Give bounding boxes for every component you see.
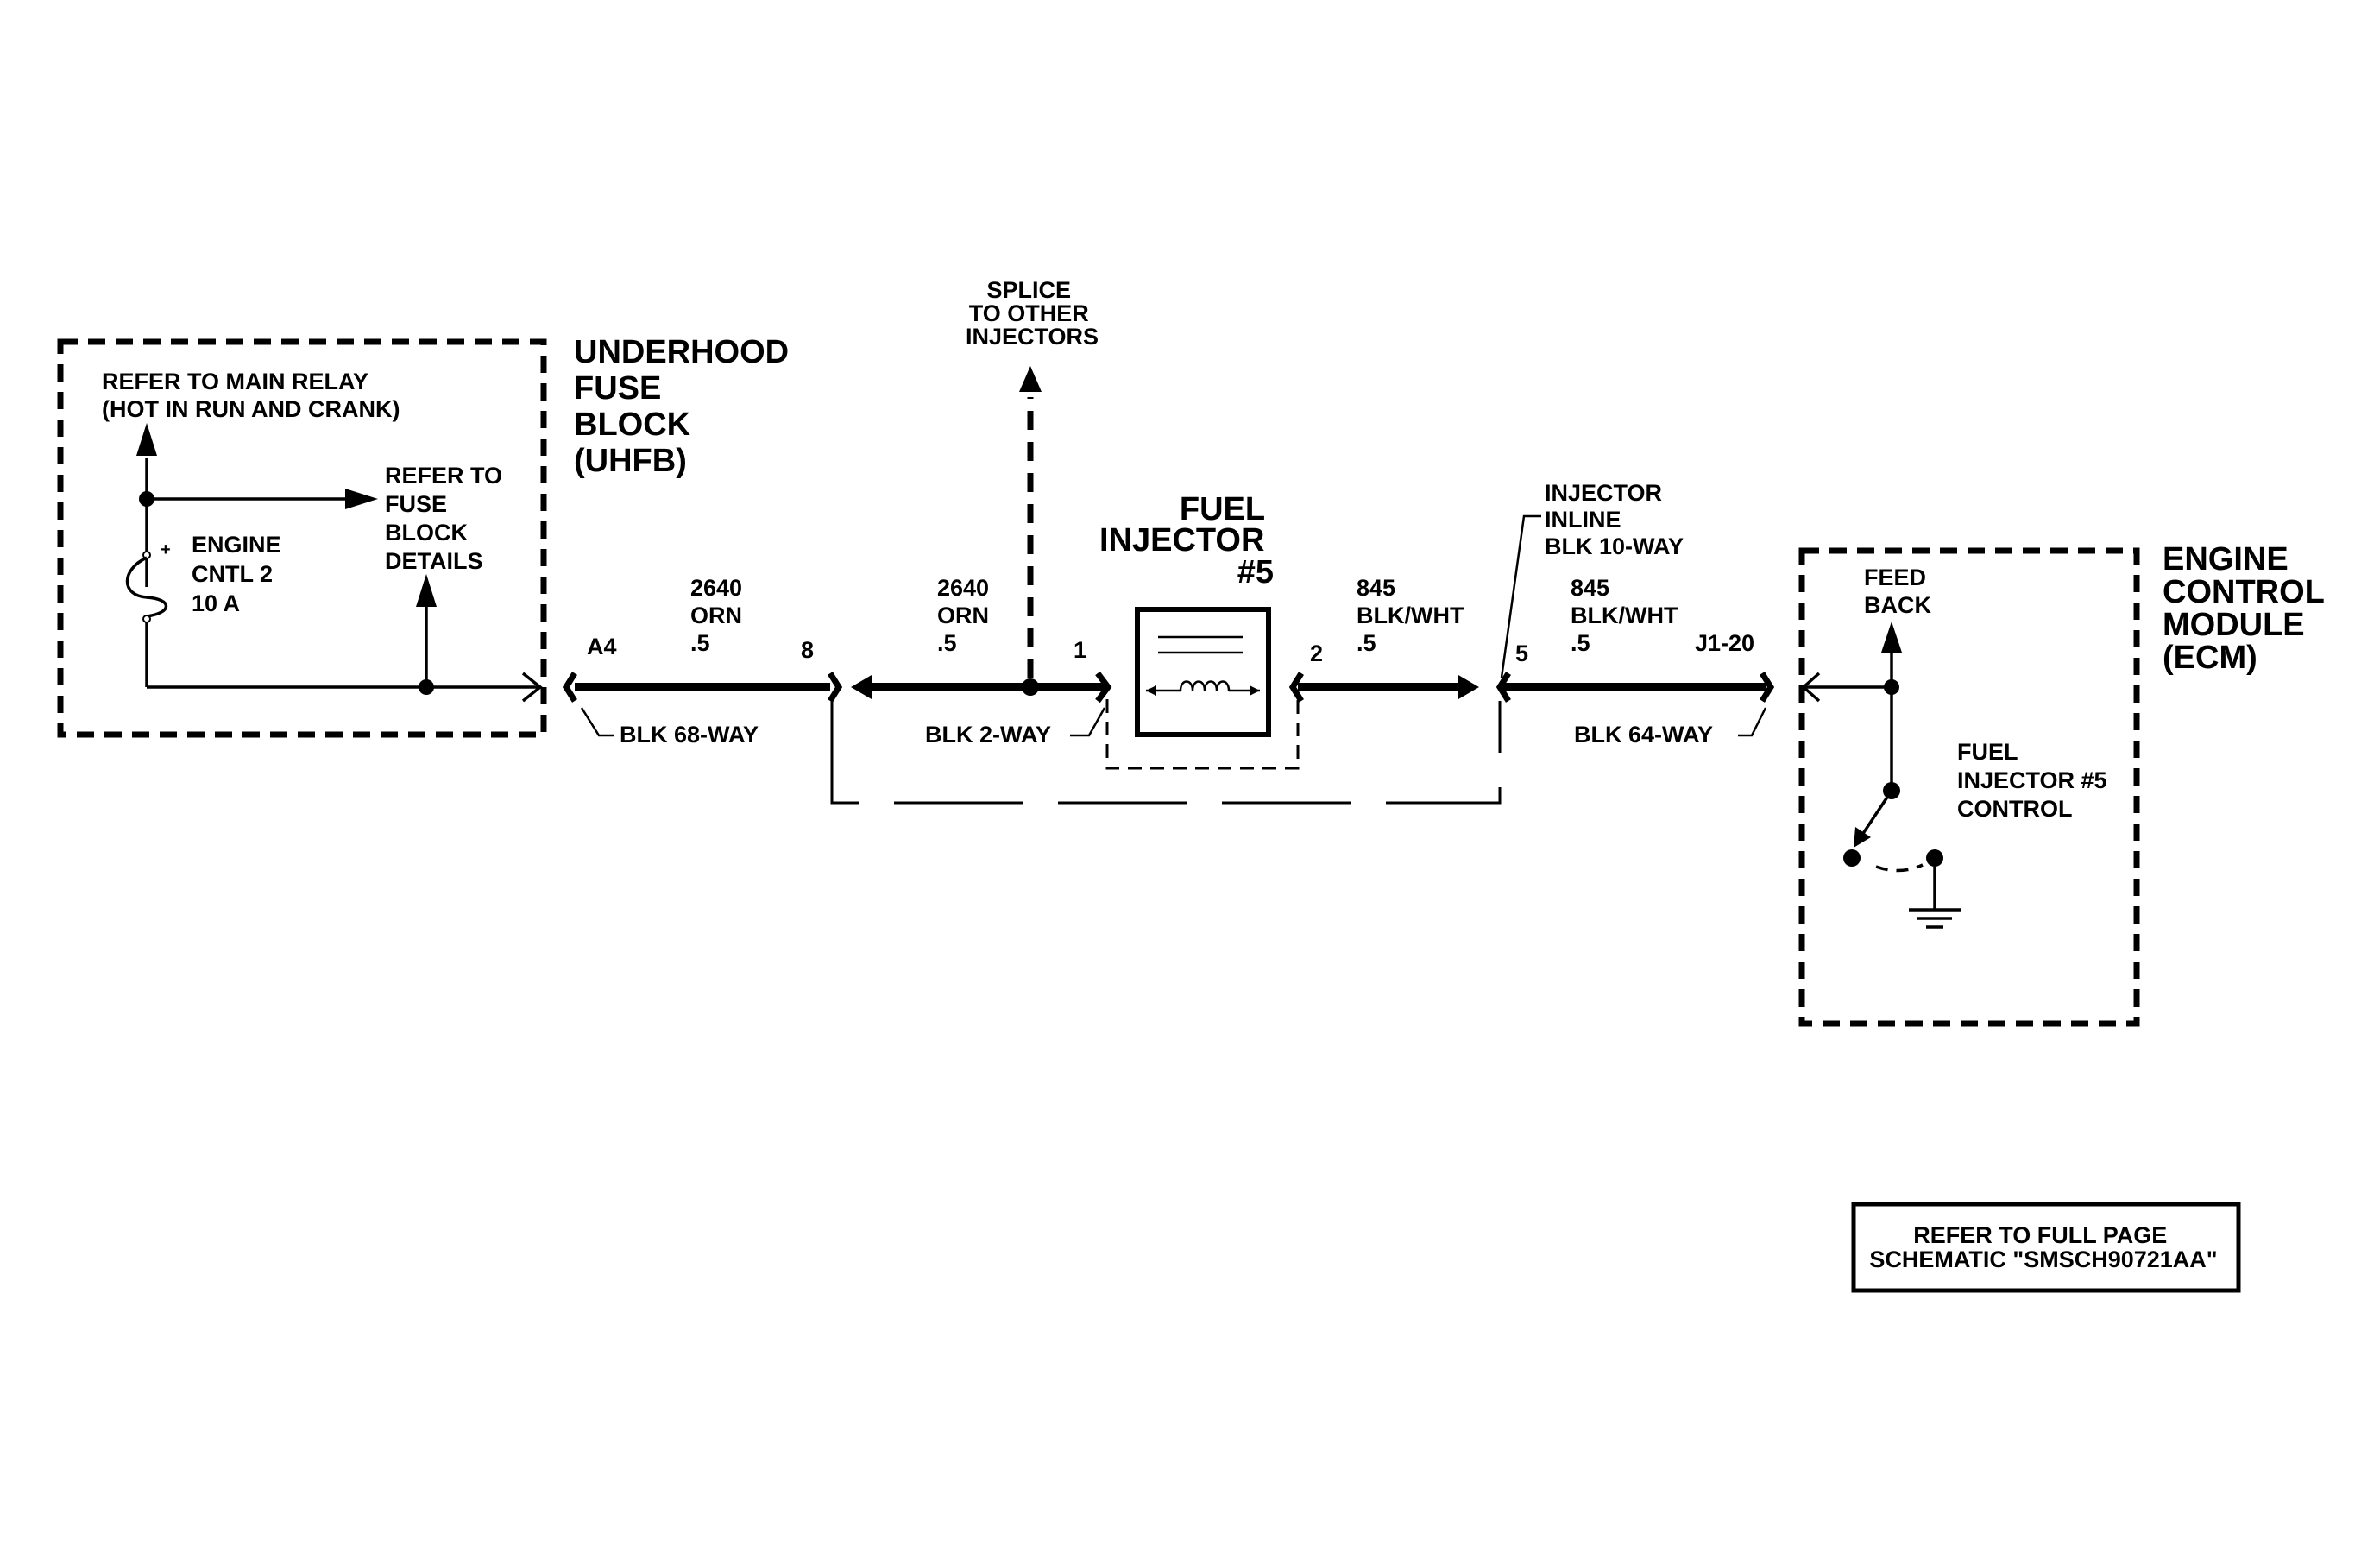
injector-coil-icon [1179, 680, 1231, 691]
fuse-icon [125, 556, 167, 618]
fuse-ref-arrow-up-icon [416, 574, 437, 607]
inline-conn-label: INJECTOR INLINE BLK 10-WAY [1545, 480, 1684, 559]
fuel-injector-title: FUEL INJECTOR #5 [1099, 491, 1274, 590]
inline-conn-callout-line [1500, 514, 1541, 678]
harness-shield-outline [830, 701, 1502, 805]
pin-j1-20: J1-20 [1695, 630, 1754, 656]
ecm-box [1798, 547, 2140, 1027]
connector-blk2-label: BLK 2-WAY [925, 722, 1051, 748]
wire-label-2640-b: 2640 ORN .5 [937, 575, 996, 656]
injector-lead-arrow-icon [1146, 685, 1156, 696]
fuse-label: ENGINE CNTL 2 10 A [192, 532, 287, 616]
conn-j1-20-chevron-icon [1760, 672, 1775, 703]
relay-arrow-up-icon [136, 423, 157, 456]
switch-link-dashed [1875, 863, 1924, 873]
switch-arrow-icon [1854, 827, 1871, 848]
pin-5: 5 [1515, 641, 1528, 666]
conn-2-chevron-icon [1288, 672, 1304, 703]
feedback-arrow-up-icon [1881, 622, 1902, 653]
pin-8: 8 [801, 637, 814, 663]
wire-label-2640-a: 2640 ORN .5 [690, 575, 749, 656]
conn-5-chevron-icon [1495, 672, 1511, 703]
pin-1: 1 [1074, 637, 1086, 663]
uhfb-connector-chevron-icon [521, 672, 543, 703]
conn-1-chevron-icon [1095, 671, 1112, 704]
switch-contact-dot [1843, 849, 1861, 867]
blk64-callout-line [1738, 707, 1767, 737]
main-relay-label: REFER TO MAIN RELAY (HOT IN RUN AND CRAN… [102, 369, 400, 422]
splice-dot [1022, 678, 1039, 696]
uhfb-box [57, 338, 547, 738]
connector-blk68-label: BLK 68-WAY [620, 722, 759, 748]
fuse-block-arrow-right-icon [345, 489, 378, 509]
connector-blk64-label: BLK 64-WAY [1574, 722, 1713, 748]
injector-lead-arrow-icon [1250, 685, 1260, 696]
splice-arrow-up-icon [1019, 366, 1042, 392]
feedback-label: FEED BACK [1864, 565, 1933, 618]
conn-8-female-arrow-icon [851, 675, 872, 699]
refer-full-page-label: REFER TO FULL PAGE SCHEMATIC "SMSCH90721… [1869, 1222, 2217, 1272]
wire-label-845-b: 845 BLK/WHT .5 [1571, 575, 1684, 656]
blk68-callout-line [580, 707, 614, 737]
injector-housing-outline [1105, 699, 1300, 770]
conn-a4-chevron-icon [562, 672, 577, 703]
refer-full-page-box [1851, 1202, 2241, 1293]
switch-arm [1859, 790, 1893, 838]
pin-2: 2 [1310, 641, 1323, 666]
ecm-title: ENGINE CONTROL MODULE (ECM) [2163, 541, 2333, 676]
conn-8-chevron-icon [828, 672, 843, 703]
uhfb-title: UNDERHOOD FUSE BLOCK (UHFB) [574, 334, 798, 479]
wire-label-845-a: 845 BLK/WHT .5 [1357, 575, 1470, 656]
fuse-block-ref-label: REFER TO FUSE BLOCK DETAILS [385, 463, 509, 574]
pin-a4: A4 [587, 634, 617, 659]
fuel-injector-box [1135, 607, 1271, 737]
blk2-callout-line [1070, 707, 1106, 737]
fuse-plus-label: + [161, 540, 171, 559]
fuse-terminal [142, 615, 151, 623]
control-label: FUEL INJECTOR #5 CONTROL [1957, 739, 2113, 822]
conn-5-female-arrow-icon [1458, 675, 1479, 699]
splice-label: SPLICE TO OTHER INJECTORS [966, 277, 1099, 350]
